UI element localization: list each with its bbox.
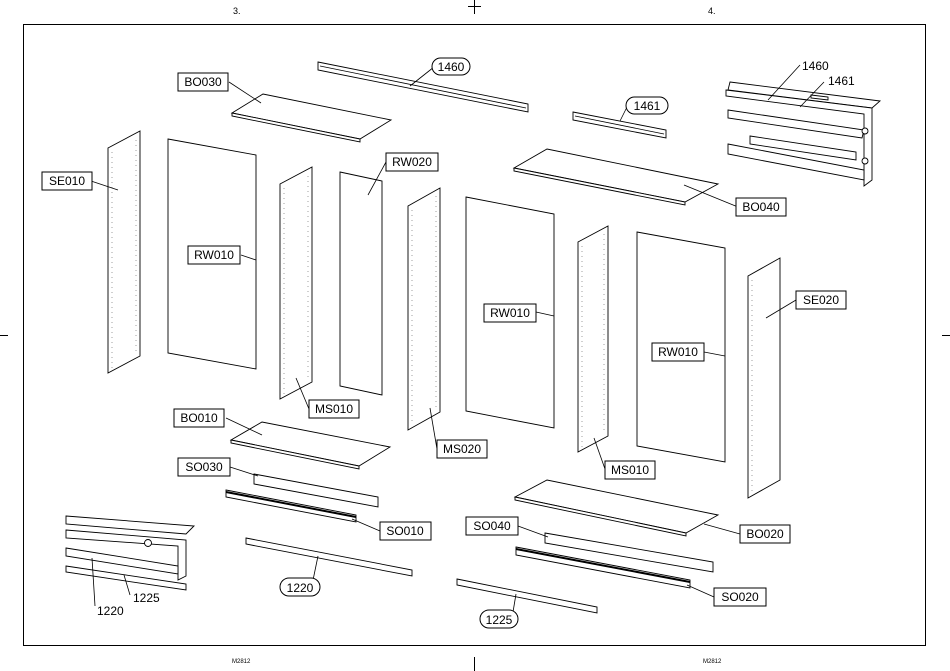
label-1225-detail: 1225	[133, 591, 160, 605]
label-rw010-center: RW010	[484, 304, 536, 322]
divider-ms010-left	[280, 167, 312, 399]
svg-text:MS010: MS010	[611, 463, 649, 477]
svg-text:BO020: BO020	[746, 527, 784, 541]
svg-text:BO040: BO040	[742, 200, 780, 214]
divider-ms010-right	[578, 226, 608, 452]
svg-text:SE020: SE020	[803, 293, 839, 307]
label-1461-detail: 1461	[828, 74, 855, 88]
svg-text:MS020: MS020	[443, 442, 481, 456]
label-bo040: BO040	[736, 198, 786, 216]
label-bo010: BO010	[174, 409, 224, 427]
svg-text:1225: 1225	[486, 613, 513, 627]
label-se010: SE010	[42, 172, 92, 190]
svg-text:SO030: SO030	[185, 460, 223, 474]
shelf-bo010	[231, 422, 390, 469]
rail-1460-top	[318, 62, 528, 112]
label-1220-rail: 1220	[280, 578, 320, 596]
svg-text:RW020: RW020	[392, 155, 432, 169]
svg-text:SE010: SE010	[49, 174, 85, 188]
side-panel-se010	[108, 131, 140, 373]
label-rw010-right: RW010	[652, 343, 704, 361]
svg-text:SO020: SO020	[721, 590, 759, 604]
shelf-bo020	[515, 480, 718, 536]
label-so040: SO040	[466, 517, 518, 535]
svg-text:SO040: SO040	[473, 519, 511, 533]
label-so020: SO020	[714, 588, 766, 606]
svg-text:1220: 1220	[287, 581, 314, 595]
label-rw010-left: RW010	[188, 246, 240, 264]
label-1460-top: 1460	[432, 58, 470, 75]
rail-detail-top-right	[726, 82, 880, 186]
label-so010: SO010	[380, 522, 431, 540]
label-bo030: BO030	[178, 73, 228, 91]
label-1461-mid: 1461	[626, 97, 668, 114]
shelf-bo040	[514, 149, 718, 205]
label-1220-detail: 1220	[97, 604, 124, 618]
svg-text:RW010: RW010	[658, 345, 698, 359]
svg-text:BO030: BO030	[184, 75, 222, 89]
svg-text:SO010: SO010	[386, 524, 424, 538]
label-1225-rail: 1225	[480, 610, 518, 628]
label-ms020: MS020	[437, 440, 487, 458]
label-1460-detail: 1460	[802, 59, 829, 73]
rail-1225	[457, 579, 597, 613]
label-bo020: BO020	[740, 525, 790, 543]
label-ms010-left: MS010	[309, 400, 359, 418]
svg-text:MS010: MS010	[315, 402, 353, 416]
rail-1461-mid	[573, 112, 666, 138]
svg-text:RW010: RW010	[490, 306, 530, 320]
back-panel-rw020	[340, 172, 382, 395]
label-so030: SO030	[178, 458, 230, 476]
label-ms010-right: MS010	[605, 461, 655, 479]
svg-text:1460: 1460	[438, 60, 465, 74]
side-panel-se020	[748, 258, 780, 498]
svg-text:RW010: RW010	[194, 248, 234, 262]
svg-text:BO010: BO010	[180, 411, 218, 425]
rail-1220	[246, 538, 412, 576]
plinth-so040	[545, 533, 713, 572]
divider-ms020	[408, 188, 440, 430]
label-rw020: RW020	[386, 153, 438, 171]
shelf-bo030	[232, 94, 391, 142]
rail-detail-bottom-left	[66, 516, 194, 590]
label-se020: SE020	[796, 291, 846, 309]
svg-text:1461: 1461	[634, 99, 661, 113]
